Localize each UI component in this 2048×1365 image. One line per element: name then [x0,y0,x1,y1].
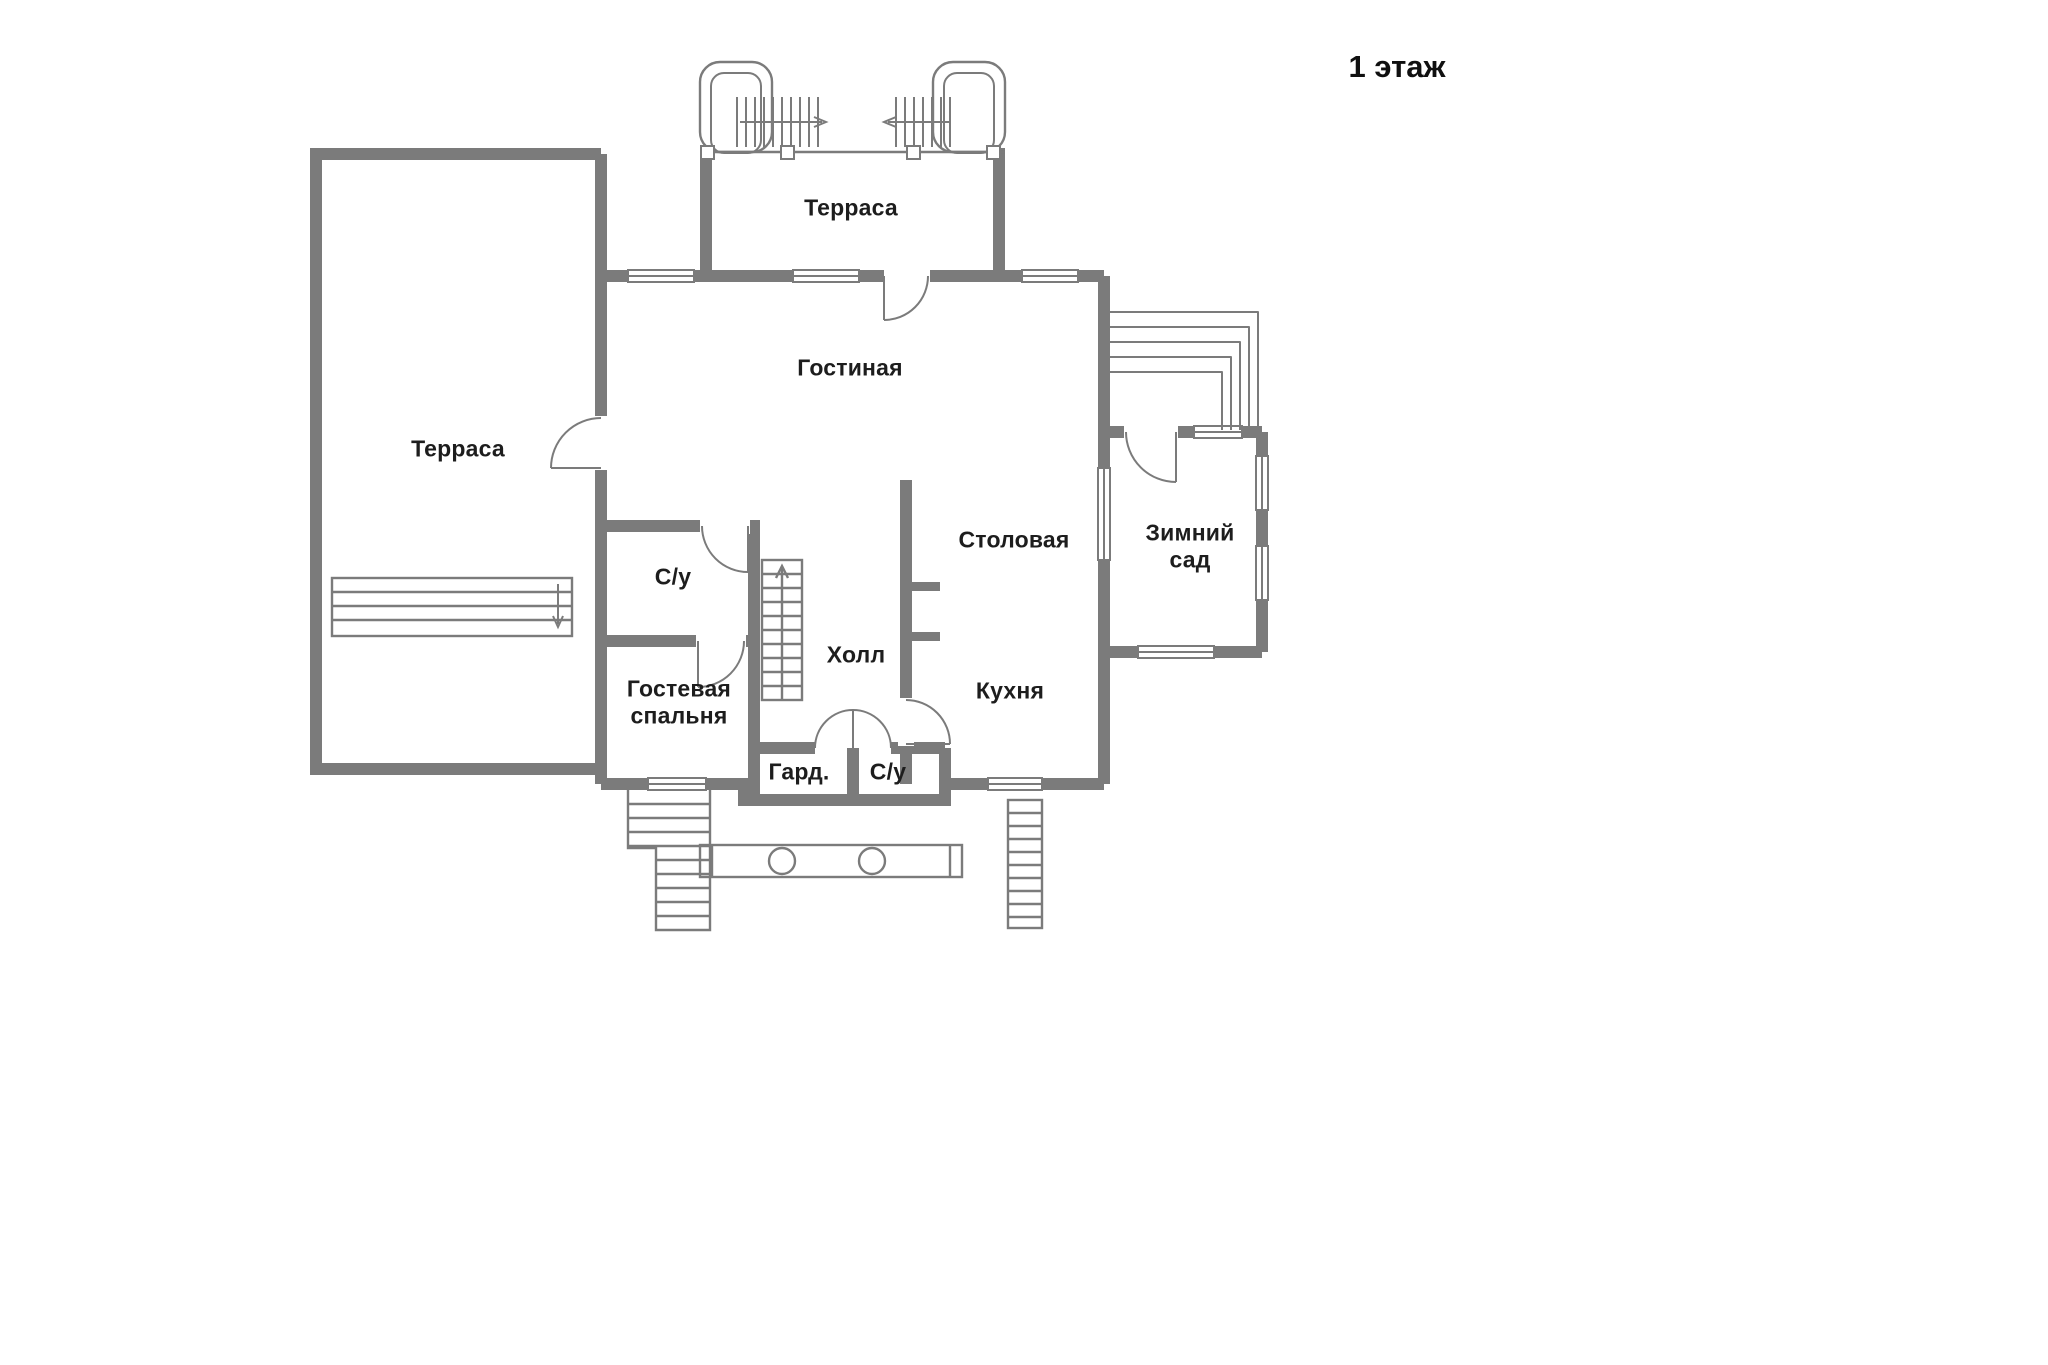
room-label-living-room: Гостиная [797,354,903,381]
plan-title: 1 этаж [1348,49,1446,84]
room-label-dining-room: Столовая [958,526,1070,553]
room-label-terrace-top: Терраса [804,194,898,221]
terrace-left-walls [310,148,601,775]
room-label-kitchen: Кухня [975,677,1045,704]
interior-staircase [760,558,804,702]
exterior-stair-top-left [736,97,829,147]
left-terrace-steps [330,576,574,638]
exterior-ladder-bottom-right [1006,798,1044,930]
doors [550,275,1177,749]
room-label-terrace-left: Терраса [411,435,505,462]
top-terrace-structures [698,60,1007,160]
walls [310,148,1268,806]
room-label-hall: Холл [826,641,886,668]
room-label-winter-garden: Зимний сад [1145,519,1235,572]
garden-steps [1110,311,1259,430]
wall-stubs [910,582,940,641]
room-label-bathroom-1: С/у [654,563,692,590]
exterior-stair-top-right [881,97,951,147]
room-label-guest-bedroom: Гостевая спальня [626,675,732,728]
garden-bench [698,843,964,879]
room-label-bathroom-2: С/у [869,758,907,785]
room-label-wardrobe: Гард. [768,758,830,785]
exterior-stair-bottom-left [626,790,712,932]
wall-openings [593,268,1270,792]
windows [627,269,1269,791]
